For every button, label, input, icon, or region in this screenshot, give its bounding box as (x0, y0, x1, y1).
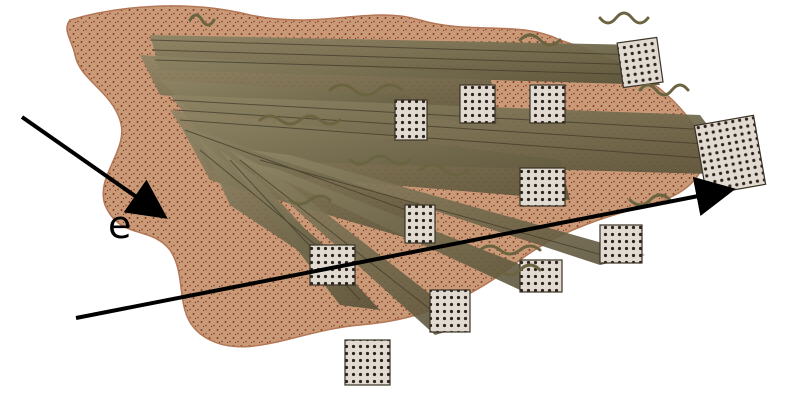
partial-label: e (108, 206, 131, 244)
